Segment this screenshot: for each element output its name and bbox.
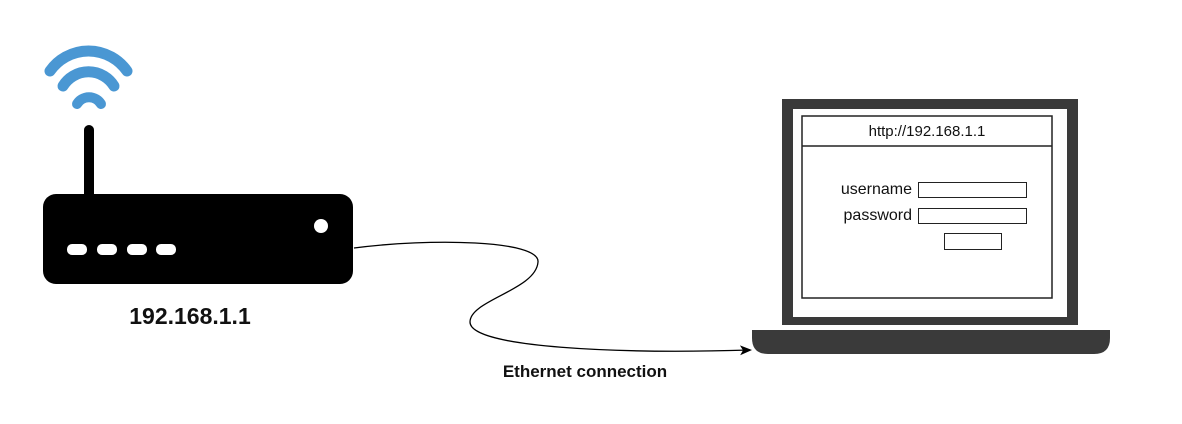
router-led-2 <box>97 244 117 255</box>
ethernet-connection-label: Ethernet connection <box>502 362 668 381</box>
router-led-3 <box>127 244 147 255</box>
router-body <box>43 194 353 284</box>
wifi-arc-middle <box>57 66 120 92</box>
router-ip-label: 192.168.1.1 <box>129 303 251 329</box>
router-led-1 <box>67 244 87 255</box>
password-label: password <box>843 207 912 224</box>
wifi-router-icon <box>43 194 353 284</box>
wifi-arc-inner <box>72 92 106 109</box>
browser-address-bar[interactable]: http://192.168.1.1 <box>868 123 986 140</box>
router-power-indicator <box>314 219 328 233</box>
password-input[interactable] <box>918 208 1027 224</box>
wifi-signal-icon <box>44 45 133 109</box>
username-label: username <box>840 181 912 198</box>
username-input[interactable] <box>918 182 1027 198</box>
login-submit-button[interactable] <box>944 233 1002 250</box>
wifi-arc-outer <box>44 45 133 77</box>
router-led-4 <box>156 244 176 255</box>
laptop-base <box>752 330 1110 354</box>
ethernet-cable <box>353 241 752 356</box>
